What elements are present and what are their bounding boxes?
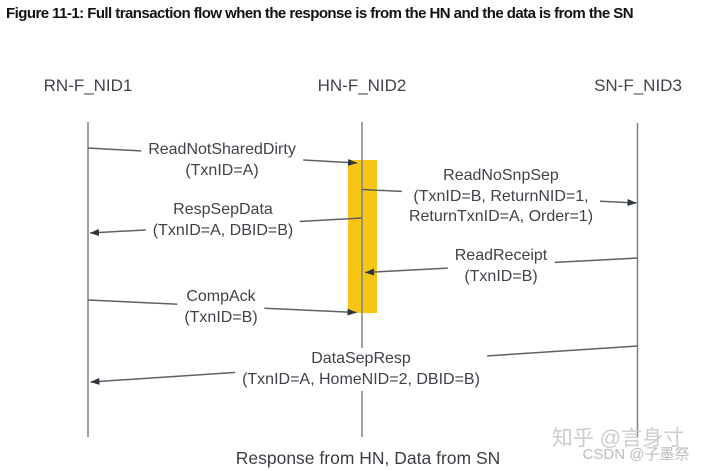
node-label-sn: SN-F_NID3 <box>594 76 682 95</box>
message-label-compack: CompAck (TxnID=B) <box>177 286 265 329</box>
message-name: ReadNotSharedDirty <box>148 141 296 158</box>
message-label-readnosnpsep: ReadNoSnpSep (TxnID=B, ReturnNID=1, Retu… <box>401 165 601 229</box>
message-name: ReadReceipt <box>454 247 548 264</box>
message-params: (TxnID=B) <box>464 267 538 285</box>
message-name: DataSepResp <box>311 350 411 367</box>
message-params-line2: ReturnTxnID=A, Order=1) <box>408 208 594 225</box>
message-label-datasepresp: DataSepResp (TxnID=A, HomeNID=2, DBID=B) <box>235 348 487 391</box>
message-name: CompAck <box>186 288 256 305</box>
diagram-caption: Response from HN, Data from SN <box>235 448 501 468</box>
message-label-readnotshareddirty: ReadNotSharedDirty (TxnID=A) <box>141 139 303 182</box>
message-params: (TxnID=B, ReturnNID=1, <box>413 187 589 205</box>
message-label-respsepdata: RespSepData (TxnID=A, DBID=B) <box>145 199 301 242</box>
watermark-csdn: CSDN @子墨祭 <box>582 446 690 463</box>
message-name: ReadNoSnpSep <box>443 167 559 184</box>
watermark-zhihu: 知乎 @言身寸 <box>551 427 685 450</box>
message-name: RespSepData <box>173 201 273 218</box>
node-label-rn: RN-F_NID1 <box>43 76 133 95</box>
message-params: (TxnID=A) <box>185 161 259 179</box>
message-label-readreceipt: ReadReceipt (TxnID=B) <box>447 245 555 288</box>
node-label-hn: HN-F_NID2 <box>317 76 407 95</box>
message-params: (TxnID=B) <box>184 308 258 326</box>
figure-title: Figure 11-1: Full transaction flow when … <box>6 5 634 22</box>
message-params: (TxnID=A, HomeNID=2, DBID=B) <box>242 370 480 388</box>
message-params: (TxnID=A, DBID=B) <box>152 221 294 239</box>
